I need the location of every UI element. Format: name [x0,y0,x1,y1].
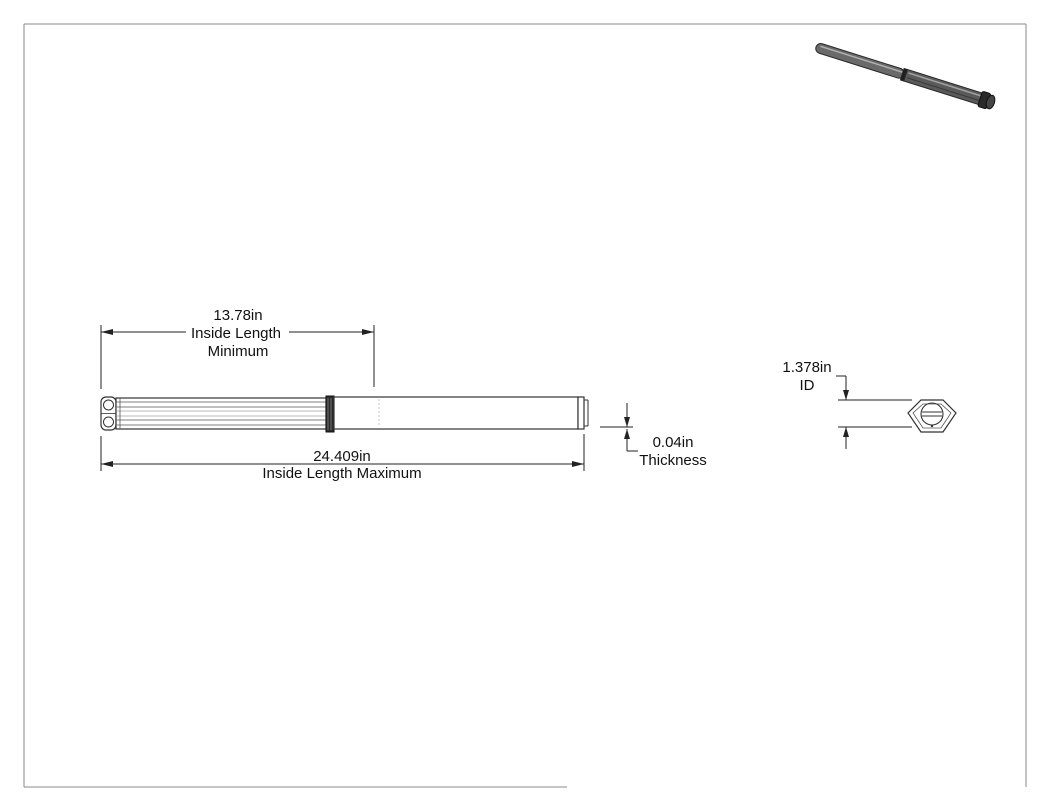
id-value: 1.378in [782,359,831,376]
dimension-inside-length-maximum: 24.409in Inside Length Maximum [100,434,585,482]
end-view [907,399,957,433]
dimension-inside-length-minimum: 13.78in Inside Length Minimum [100,307,375,389]
id-label: ID [800,377,815,394]
max-length-label: Inside Length Maximum [262,465,421,482]
thickness-label: Thickness [639,452,707,469]
isometric-view [815,43,996,110]
min-length-label-line1: Inside Length [191,325,281,342]
side-view [100,395,589,433]
dimension-thickness: 0.04in Thickness [600,403,707,469]
min-length-value: 13.78in [213,307,262,324]
dimension-inner-diameter: 1.378in ID [782,359,912,449]
thickness-value: 0.04in [653,434,694,451]
max-length-value: 24.409in [313,448,371,465]
sheet-border [23,23,1027,788]
min-length-label-line2: Minimum [208,343,269,360]
